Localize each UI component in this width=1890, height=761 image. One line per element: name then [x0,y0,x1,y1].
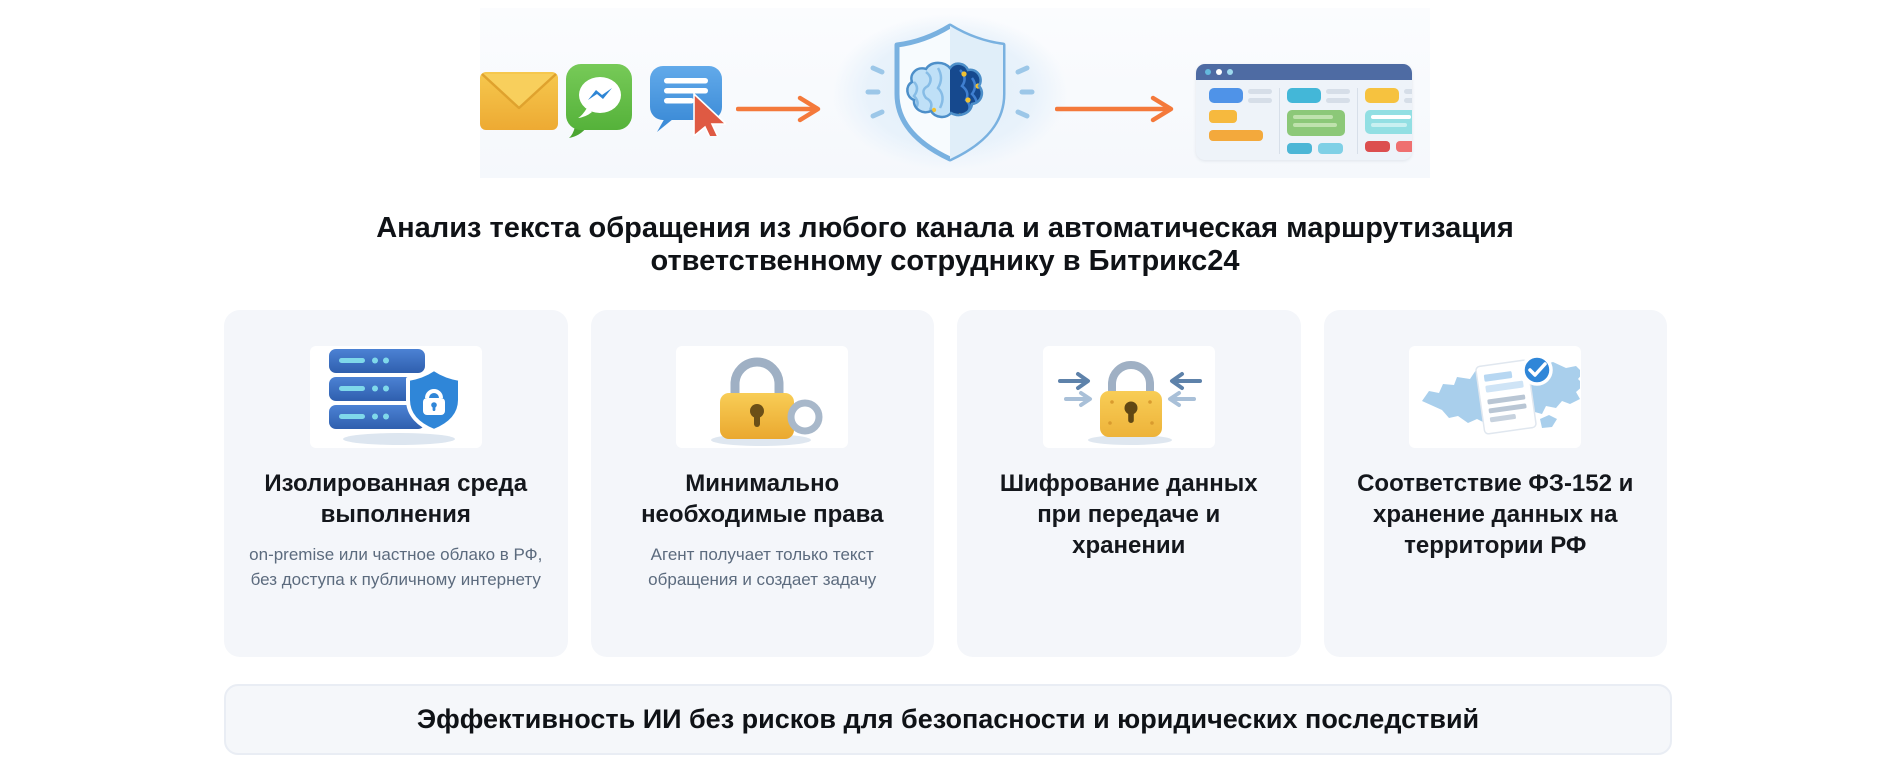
document-glyph [1475,359,1537,435]
lock-glyph [422,389,445,415]
shield-brain-icon [832,14,1068,170]
kanban-column [1202,88,1279,154]
icon-box [1042,346,1215,448]
page-title: Анализ текста обращения из любого канала… [0,212,1890,278]
feature-subtitle: on-premise или частное облако в РФ, без … [249,545,543,589]
chat-bubble-icon [650,66,726,136]
bitrix24-dashboard-icon [1196,64,1412,160]
feature-card-isolated-environment: Изолированная среда выполнения on-premis… [224,310,568,657]
cursor-icon [693,92,726,136]
kanban-column [1279,88,1357,154]
feature-cards-row: Изолированная среда выполнения on-premis… [224,310,1667,657]
flow-arrow-icon [736,95,821,123]
window-dot [1227,69,1233,75]
window-dot [1216,69,1222,75]
radiate-dashes [865,65,1035,119]
feature-title: Соответствие ФЗ-152 и хранение данных на… [1357,470,1634,559]
padlock-key-icon [711,357,823,446]
summary-banner: Эффективность ИИ без рисков для безопасн… [224,684,1672,755]
russia-map-check-icon [1422,354,1581,435]
email-icon [480,72,558,130]
icon-box [676,346,849,448]
server-shield-icon [328,349,462,445]
page-title-line-2: ответственному сотруднику в Битрикс24 [650,245,1240,277]
window-header [1196,64,1412,80]
feature-subtitle: Агент получает только текст обращения и … [648,545,877,589]
kanban-column [1357,88,1412,154]
feature-title: Шифрование данных при передаче и хранени… [999,470,1258,559]
feature-card-fz152-compliance: Соответствие ФЗ-152 и хранение данных на… [1323,310,1667,657]
feature-title: Минимально необходимые права [641,470,884,528]
feature-title: Изолированная среда выполнения [264,470,528,528]
padlock-arrows-icon [1057,361,1202,445]
icon-box [1409,346,1582,448]
hero-illustration [480,8,1430,178]
feature-card-encryption: Шифрование данных при передаче и хранени… [957,310,1301,657]
feature-card-minimal-rights: Минимально необходимые права Агент получ… [590,310,934,657]
flow-arrow-icon [1055,95,1174,123]
summary-banner-text: Эффективность ИИ без рисков для безопасн… [416,704,1480,734]
page-title-line-1: Анализ текста обращения из любого канала… [376,212,1514,244]
icon-box [309,346,482,448]
window-dot [1205,69,1211,75]
window-body [1196,80,1412,160]
inbound-arrows [1057,372,1202,390]
inbound-arrows-light [1063,391,1196,407]
check-badge-icon [1521,354,1553,386]
messenger-icon [566,64,632,138]
